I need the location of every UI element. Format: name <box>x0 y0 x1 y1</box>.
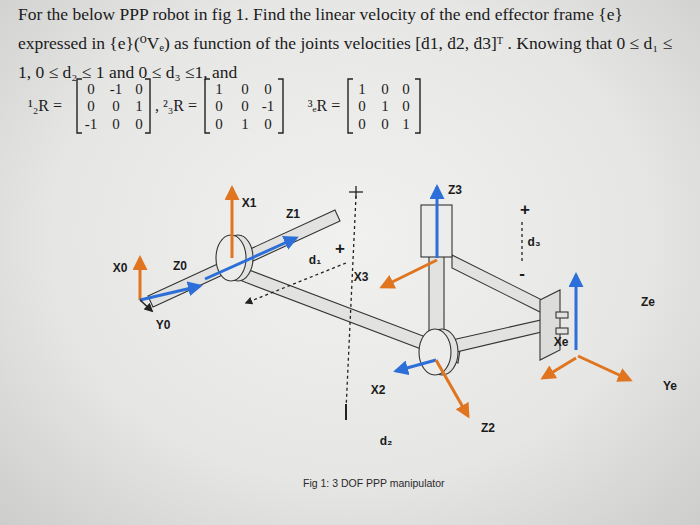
sign-mark: + <box>520 200 530 220</box>
drawing-part <box>140 286 200 300</box>
matrix-cell: 0 <box>264 116 272 133</box>
drawing-part <box>77 79 82 133</box>
drawing-part <box>246 263 346 303</box>
drawing-part <box>419 329 451 375</box>
drawing-part <box>540 290 560 360</box>
drawing-part <box>348 79 353 133</box>
axis-label: X2 <box>371 383 386 397</box>
matrix-cell: 0 <box>241 98 249 115</box>
matrix-cell: 0 <box>402 98 410 115</box>
axis-label: Ye <box>663 379 677 393</box>
matrix-name: ³ₑR = <box>308 97 341 115</box>
matrix-cell: 1 <box>358 81 366 98</box>
matrix-cell: 1 <box>402 116 410 133</box>
axis-label: d₁ <box>309 253 321 267</box>
matrix-cell: -1 <box>85 116 98 133</box>
drawing-part <box>231 188 234 258</box>
matrix-name: , ²₃R = <box>155 97 197 115</box>
drawing-part <box>205 238 296 279</box>
matrix-name: ¹₂R = <box>28 97 62 115</box>
drawing-part <box>346 196 356 410</box>
matrix-brackets <box>77 79 420 133</box>
axis-label: Z1 <box>286 207 300 221</box>
axis-label: Y0 <box>156 318 171 332</box>
axis-label: d₂ <box>380 434 393 448</box>
matrix-cell: 0 <box>381 81 389 98</box>
drawing-part <box>355 186 356 198</box>
drawing-part <box>205 79 210 133</box>
drawing-part <box>452 318 550 353</box>
drawing-part <box>139 258 142 300</box>
matrix-cell: 0 <box>241 81 249 98</box>
frame-axes <box>140 187 630 416</box>
matrix-cell: 0 <box>215 116 223 133</box>
matrix-cell: 1 <box>381 98 389 115</box>
matrix-cell: 0 <box>112 116 120 133</box>
axis-label: d₃ <box>528 235 541 249</box>
matrix-cell: 0 <box>87 81 95 98</box>
matrix-cell: 0 <box>381 116 389 133</box>
matrix-cell: 0 <box>87 98 95 115</box>
matrix-cell: 1 <box>135 98 143 115</box>
matrix-cell: 0 <box>112 98 120 115</box>
drawing-part <box>278 79 283 133</box>
matrix-cell: 1 <box>241 116 249 133</box>
matrix-cell: 0 <box>358 116 366 133</box>
sign-mark: + <box>335 239 345 259</box>
matrix-cell: 0 <box>215 98 223 115</box>
dimension-lines <box>246 186 522 420</box>
drawing-part <box>436 360 468 416</box>
mechanism <box>148 205 568 375</box>
drawing-part <box>575 275 578 350</box>
drawing-part <box>345 404 347 420</box>
drawing-part <box>145 79 150 133</box>
drawing-part <box>382 260 437 287</box>
axis-label: X3 <box>354 270 369 284</box>
drawing-part <box>521 222 522 262</box>
figure-caption: Fig 1: 3 DOF PPP manipulator <box>303 477 445 489</box>
axis-label: Xe <box>554 335 569 349</box>
matrix-cell: 0 <box>402 81 410 98</box>
axis-label: Z0 <box>173 259 187 273</box>
sign-mark: - <box>519 264 525 284</box>
drawing-part <box>396 360 436 371</box>
matrix-cell: -1 <box>262 98 275 115</box>
matrix-cell: 0 <box>358 98 366 115</box>
drawing-part <box>543 358 576 378</box>
axis-label: Z3 <box>448 183 462 197</box>
drawing-part <box>578 356 630 380</box>
drawing-part <box>556 312 568 318</box>
matrix-cell: 1 <box>215 81 223 98</box>
matrix-cell: -1 <box>110 81 123 98</box>
drawing-part <box>556 328 568 334</box>
axis-label: X0 <box>113 261 128 275</box>
drawing-part <box>452 255 548 316</box>
axis-label: Ze <box>641 295 655 309</box>
matrix-cell: 0 <box>135 81 143 98</box>
axis-label: Z2 <box>481 421 495 435</box>
matrix-cell: 0 <box>264 81 272 98</box>
problem-statement: For the below PPP robot in fig 1. Find t… <box>18 0 682 87</box>
matrix-cell: 0 <box>135 116 143 133</box>
drawing-part <box>140 300 152 311</box>
drawing-part <box>415 79 420 133</box>
axis-label: X1 <box>242 196 257 210</box>
drawing-part <box>436 187 439 258</box>
